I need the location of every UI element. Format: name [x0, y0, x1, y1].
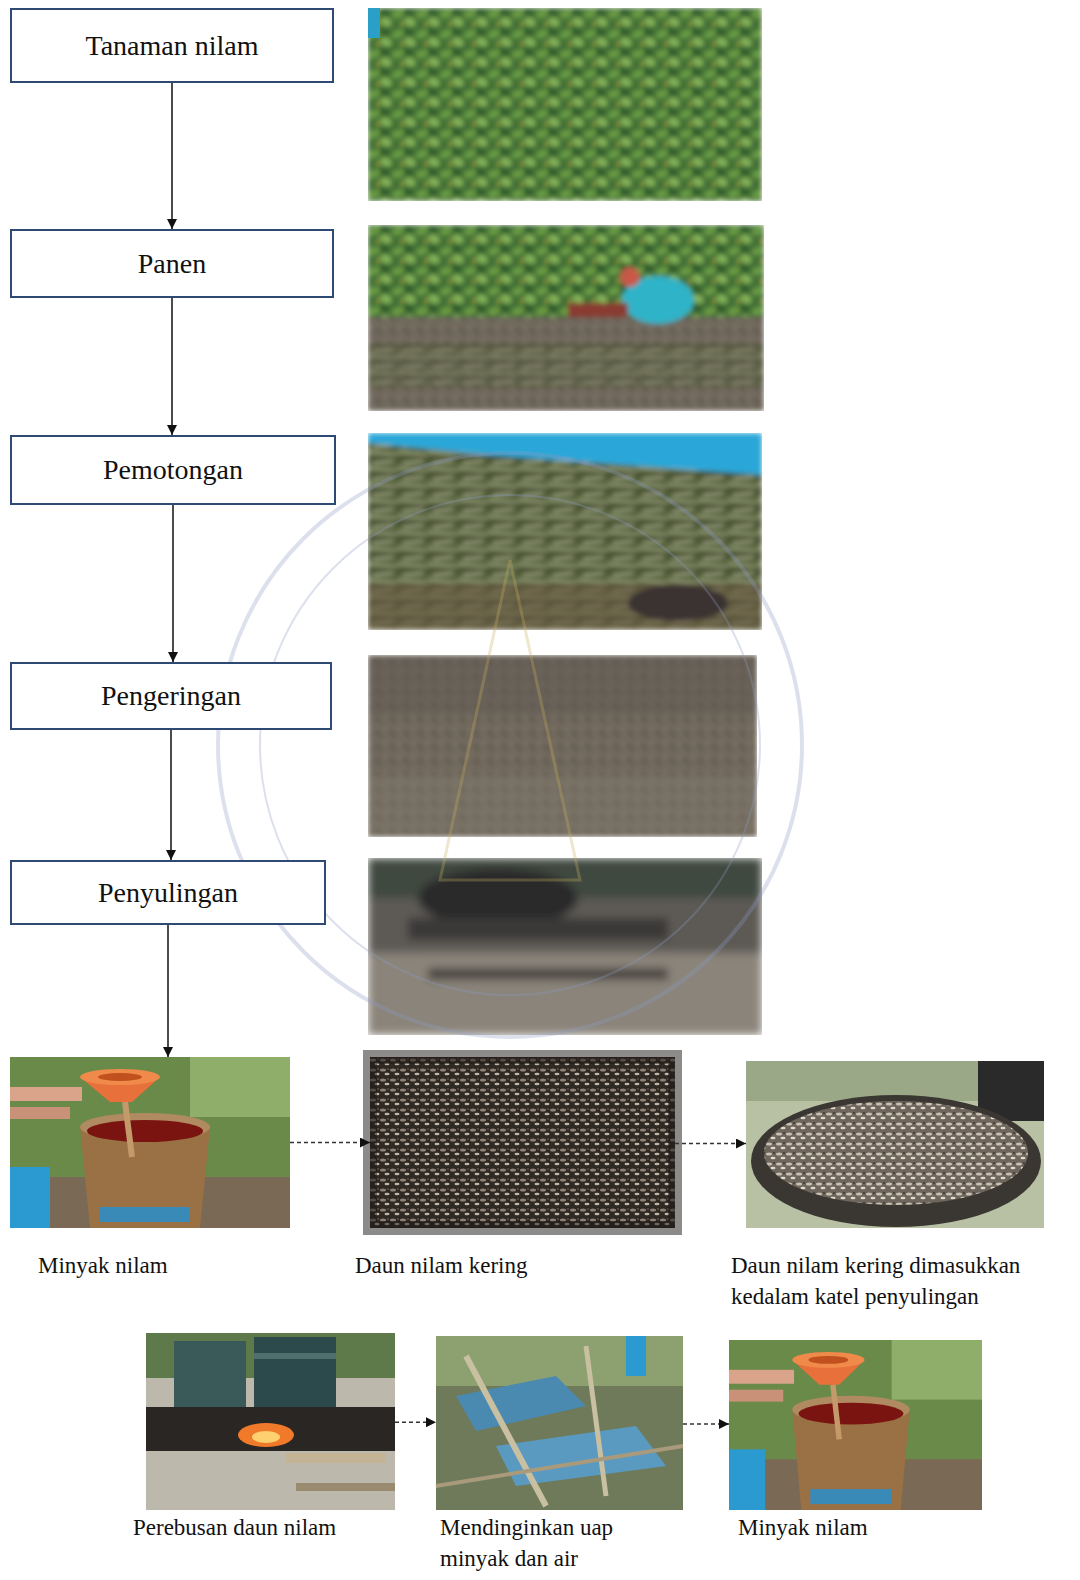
- process-label: Tanaman nilam: [76, 25, 269, 67]
- dashed-arrow: [395, 1422, 436, 1423]
- process-label: Pengeringan: [91, 675, 251, 717]
- drying-photo: [368, 655, 757, 837]
- process-box: Tanaman nilam: [10, 8, 334, 83]
- photo-caption: Mendinginkan uap minyak dan air: [440, 1512, 680, 1574]
- cutting-photo: [368, 433, 762, 630]
- process-box: Pengeringan: [10, 662, 332, 730]
- dashed-arrow: [675, 1143, 746, 1144]
- process-label: Panen: [128, 243, 216, 285]
- flow-arrow: [171, 83, 173, 229]
- photo-caption: Perebusan daun nilam: [133, 1512, 403, 1543]
- flow-arrow: [171, 298, 173, 435]
- process-box: Panen: [10, 229, 334, 298]
- photo-caption: Daun nilam kering: [355, 1250, 655, 1281]
- oil-photo: [729, 1340, 982, 1510]
- process-label: Pemotongan: [93, 449, 253, 491]
- photo-step: Daun nilam kering: [370, 1057, 675, 1228]
- process-box: Pemotongan: [10, 435, 336, 505]
- kettle-filling-photo: [746, 1061, 1044, 1228]
- photo-step: Minyak nilam: [10, 1057, 290, 1228]
- flow-arrow: [167, 925, 169, 1057]
- process-label: Penyulingan: [88, 872, 248, 914]
- boiling-photo: [146, 1333, 395, 1510]
- dashed-arrow: [683, 1423, 729, 1424]
- flow-arrow: [172, 505, 174, 662]
- watermark-seal: [218, 453, 802, 1037]
- harvest-photo: [368, 225, 764, 411]
- plant-photo: [368, 8, 762, 201]
- dashed-arrow: [290, 1142, 370, 1143]
- photo-caption: Minyak nilam: [38, 1250, 278, 1281]
- photo-caption: Minyak nilam: [738, 1512, 978, 1543]
- oil-photo: [10, 1057, 290, 1228]
- dry-leaves-photo: [370, 1057, 675, 1228]
- photo-caption: Daun nilam kering dimasukkan kedalam kat…: [731, 1250, 1071, 1312]
- photo-step: Minyak nilam: [729, 1340, 982, 1510]
- photo-step: Daun nilam kering dimasukkan kedalam kat…: [746, 1061, 1044, 1228]
- process-box: Penyulingan: [10, 860, 326, 925]
- photo-step: Mendinginkan uap minyak dan air: [436, 1336, 683, 1510]
- flow-arrow: [170, 730, 172, 860]
- cooling-photo: [436, 1336, 683, 1510]
- distilling-photo: [368, 858, 762, 1035]
- photo-step: Perebusan daun nilam: [146, 1333, 395, 1510]
